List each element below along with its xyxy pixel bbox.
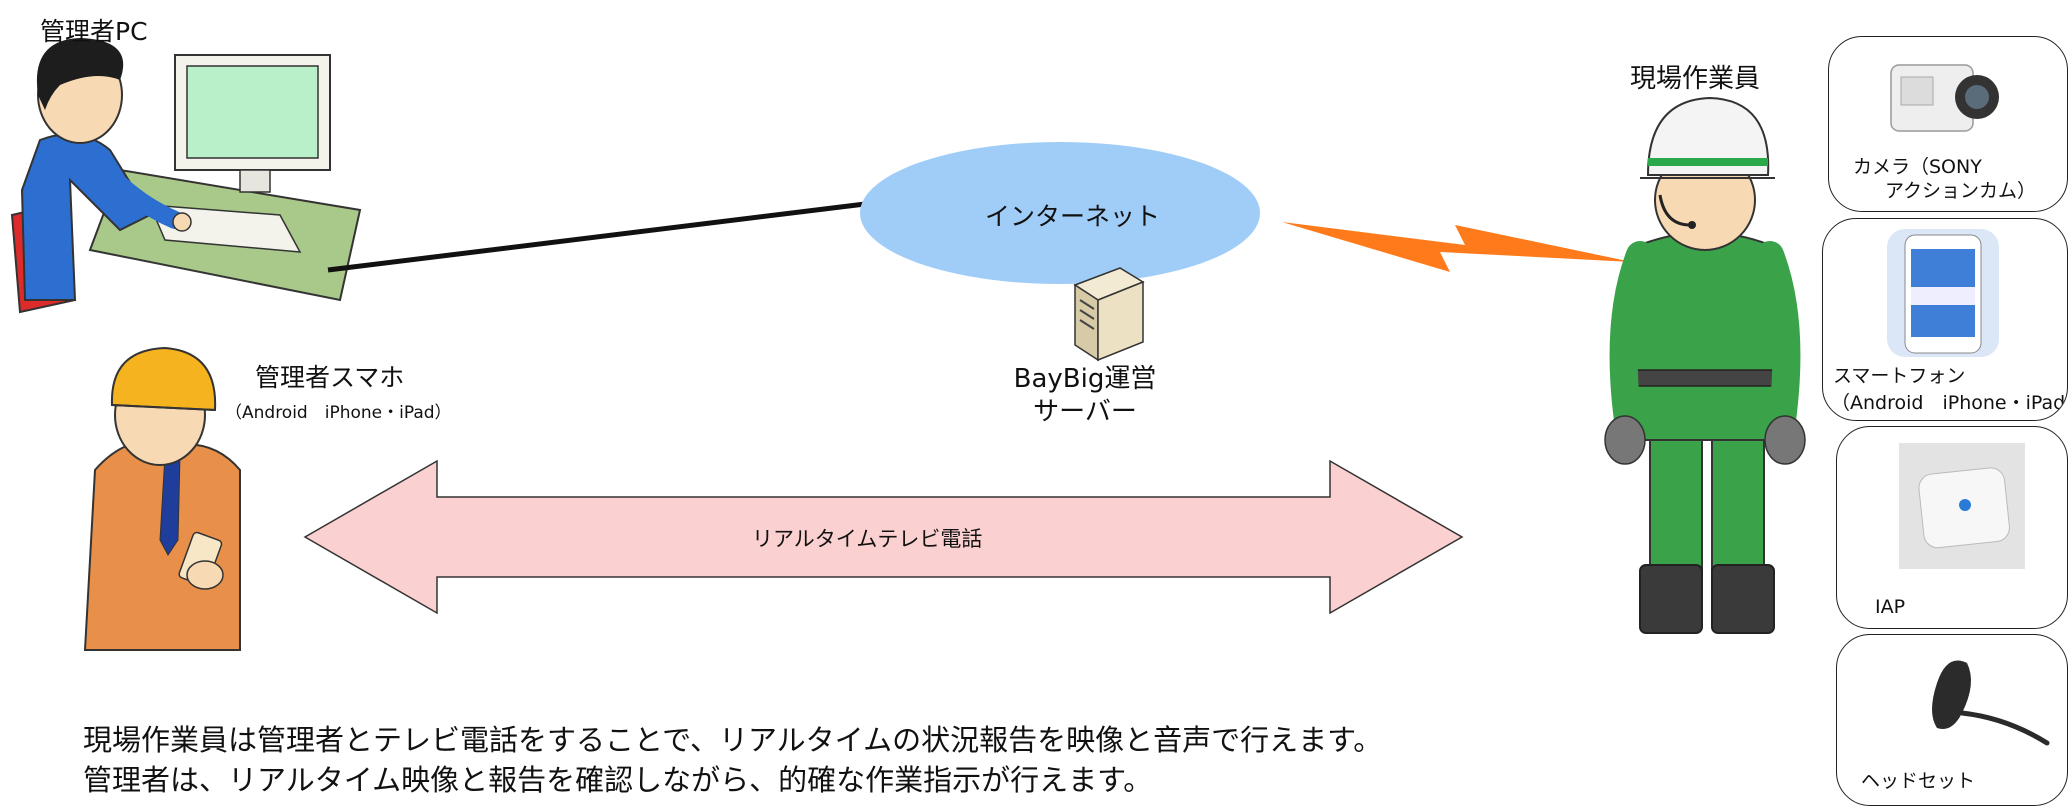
device-card-camera: カメラ（SONY アクションカム） — [1828, 36, 2068, 212]
device-card-iap: IAP — [1836, 426, 2068, 629]
pc-connection-line — [327, 201, 866, 273]
video-call-label: リアルタイムテレビ電話 — [752, 527, 983, 551]
admin-phone-illustration — [83, 346, 241, 651]
device-camera-line2: アクションカム） — [1885, 180, 2037, 202]
wireless-lightning-bolt — [1282, 222, 1632, 272]
device-card-headset: ヘッドセット — [1836, 634, 2068, 806]
description-line2: 管理者は、リアルタイム映像と報告を確認しながら、的確な作業指示が行えます。 — [83, 763, 1153, 797]
server-icon — [1073, 267, 1145, 362]
headset-icon — [1932, 660, 2050, 746]
field-worker-illustration — [1604, 96, 1806, 634]
description: 現場作業員は管理者とテレビ電話をすることで、リアルタイムの状況報告を映像と音声で… — [83, 720, 1382, 800]
internet-cloud — [860, 142, 1260, 284]
admin-phone-sublabel: （Android iPhone・iPad） — [225, 403, 452, 423]
server-label-line1: BayBig運営 — [1013, 364, 1157, 394]
action-camera-icon — [1890, 64, 1999, 132]
description-line1: 現場作業員は管理者とテレビ電話をすることで、リアルタイムの状況報告を映像と音声で… — [83, 723, 1383, 757]
admin-phone-label: 管理者スマホ — [255, 363, 405, 392]
video-call-arrow — [303, 459, 1464, 615]
field-worker-label: 現場作業員 — [1630, 64, 1761, 94]
internet-label: インターネット — [985, 202, 1161, 231]
device-headset-label: ヘッドセット — [1861, 770, 1976, 792]
device-smartphone-line1: スマートフォン — [1833, 365, 1966, 387]
device-card-smartphone: スマートフォン （Android iPhone・iPad） — [1822, 218, 2068, 421]
smartphone-icon — [1887, 229, 1999, 357]
device-camera-line1: カメラ（SONY — [1853, 156, 1982, 178]
device-smartphone-line2: （Android iPhone・iPad） — [1831, 392, 2068, 414]
admin-pc-illustration — [10, 38, 362, 314]
admin-pc-label: 管理者PC — [40, 17, 148, 46]
server-label: BayBig運営 サーバー — [985, 363, 1185, 429]
iap-device-icon — [1899, 443, 2025, 569]
server-label-line2: サーバー — [1033, 397, 1137, 427]
device-iap-label: IAP — [1875, 596, 1906, 618]
